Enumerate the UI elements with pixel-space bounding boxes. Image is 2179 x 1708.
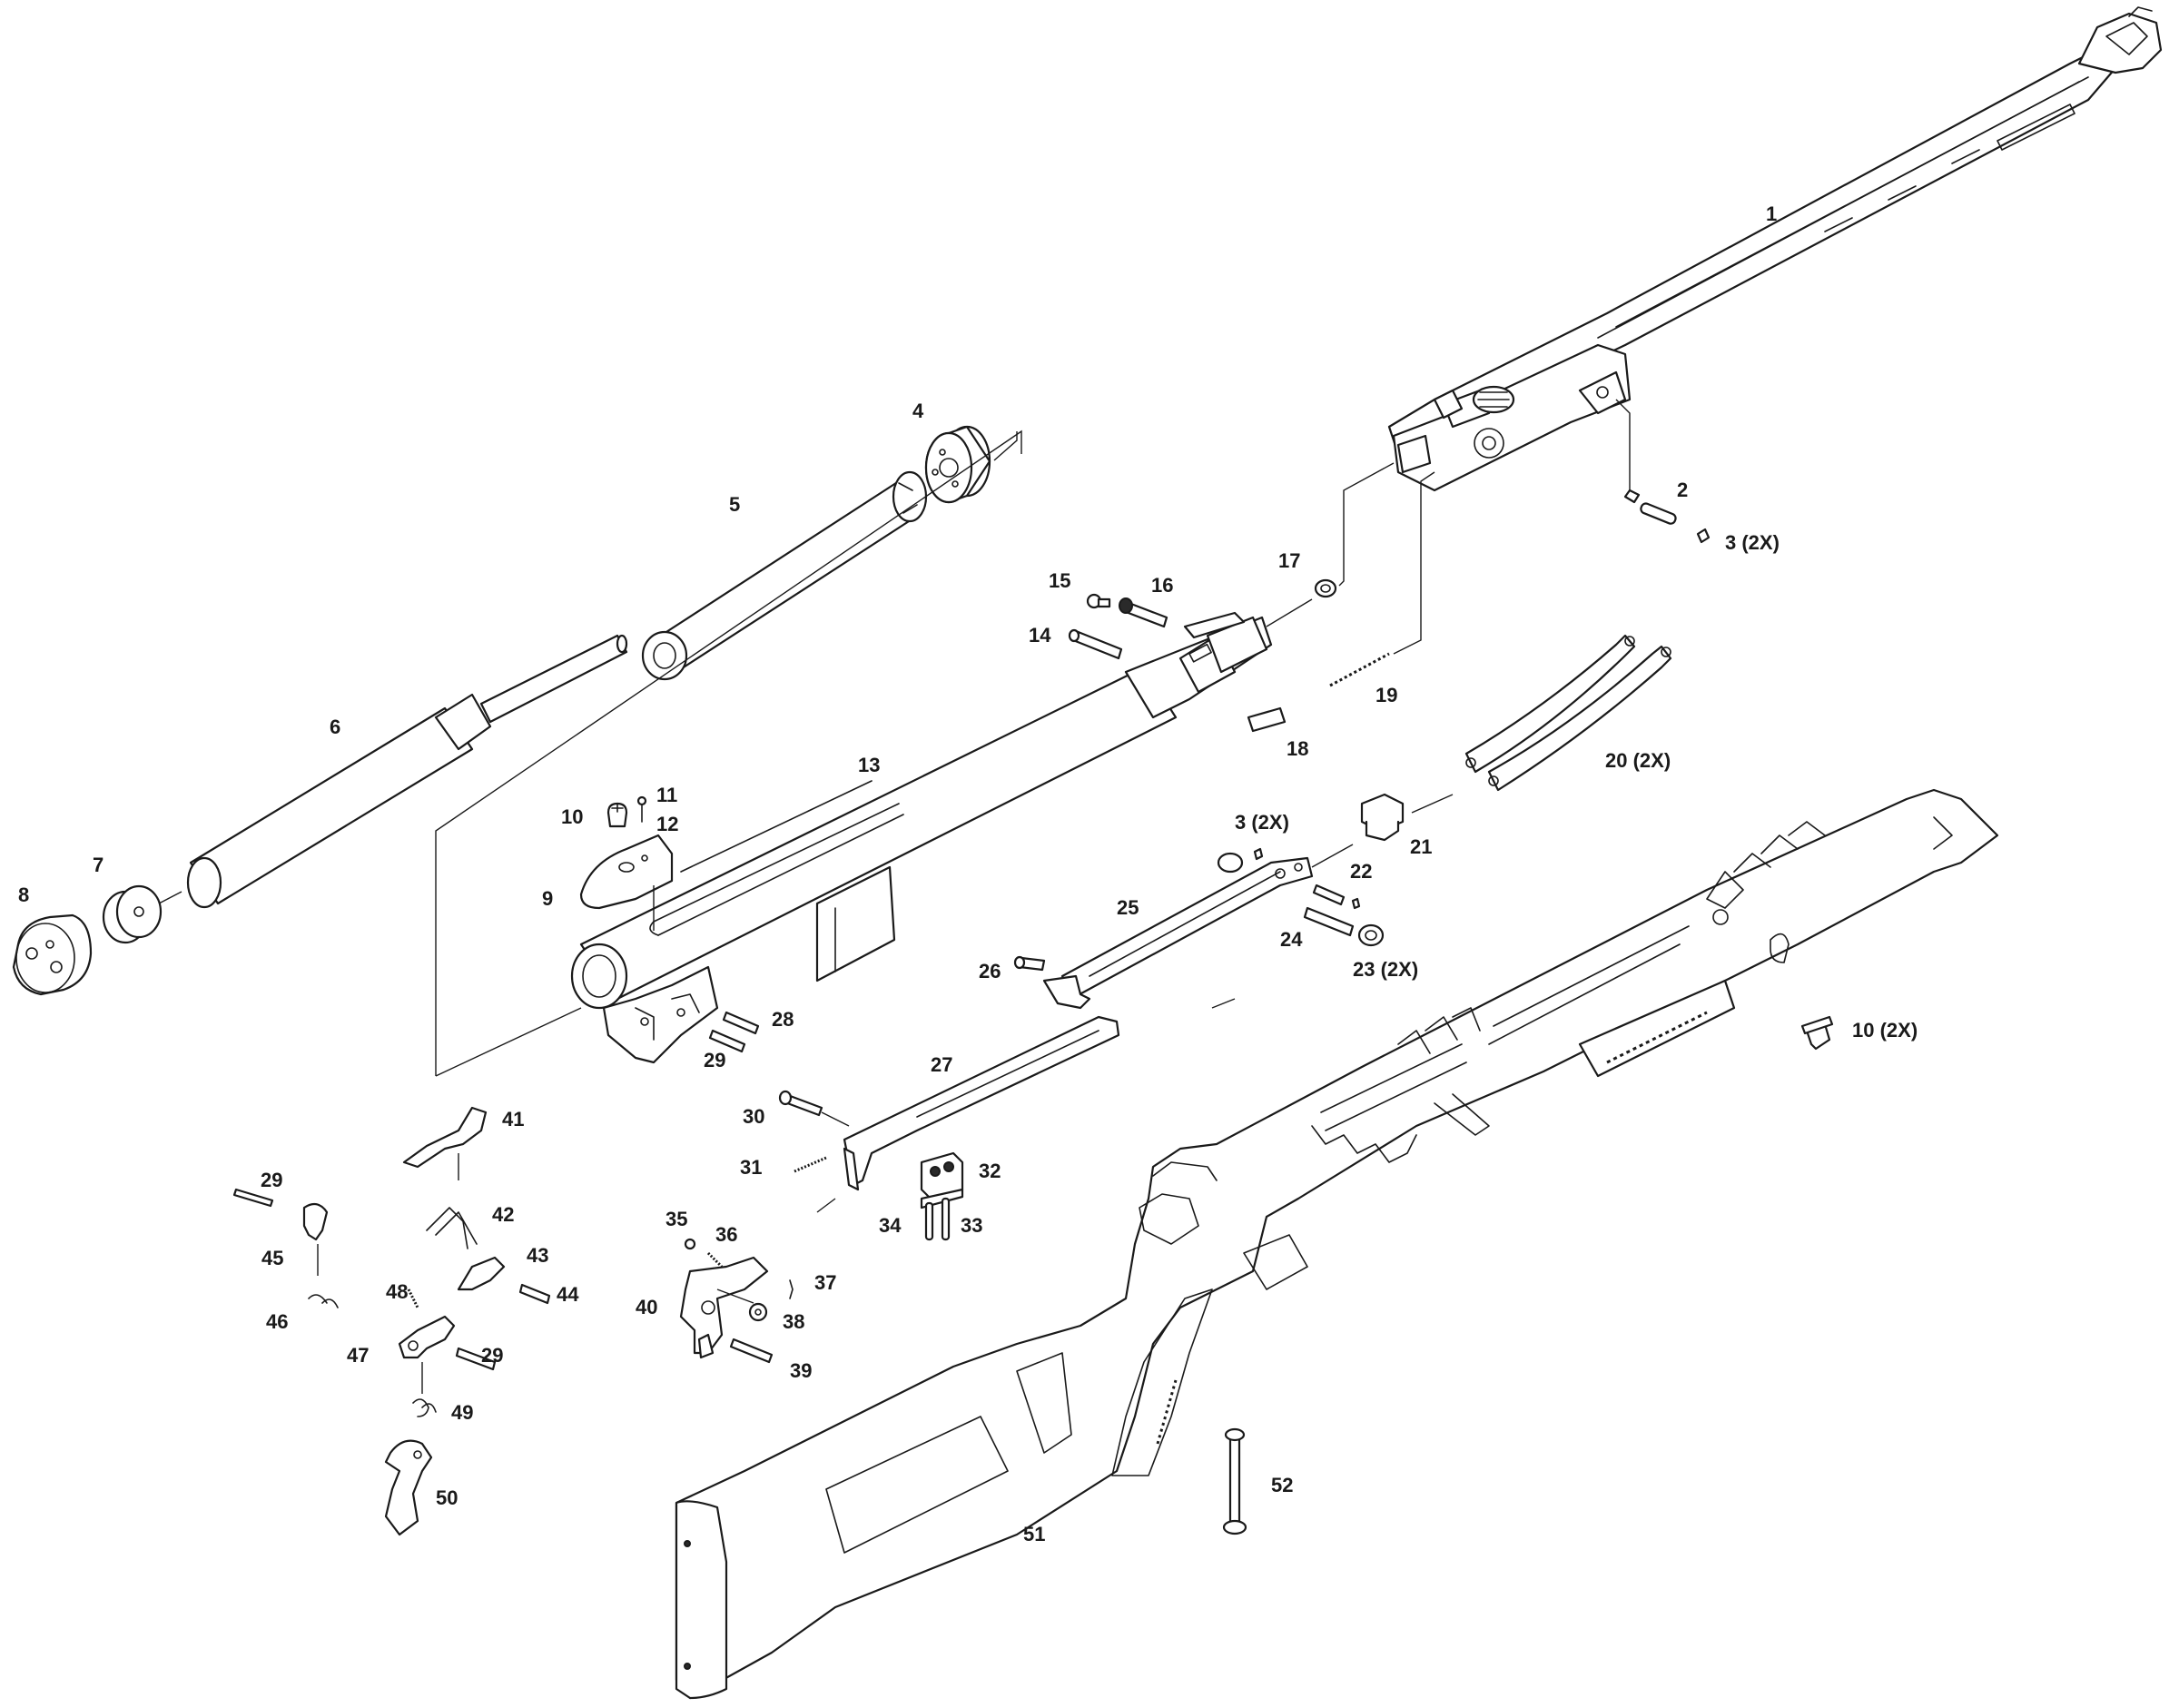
barrel-assembly	[1387, 6, 2163, 492]
callout-14: 14	[1029, 624, 1051, 647]
callout-23: 23 (2X)	[1353, 958, 1418, 981]
callout-8: 8	[18, 884, 29, 906]
callout-39: 39	[790, 1359, 812, 1382]
callout-15: 15	[1049, 569, 1070, 592]
callout-10b: 10 (2X)	[1852, 1019, 1918, 1042]
callout-3a: 3 (2X)	[1725, 531, 1780, 554]
callout-5: 5	[729, 493, 740, 516]
callout-41: 41	[502, 1108, 524, 1130]
callout-29b: 29	[261, 1169, 282, 1191]
callout-25: 25	[1117, 896, 1139, 919]
callout-38: 38	[783, 1310, 804, 1333]
callout-9: 9	[542, 887, 553, 910]
callout-49: 49	[451, 1401, 473, 1424]
callout-42: 42	[492, 1203, 514, 1226]
callout-48: 48	[386, 1280, 408, 1303]
callout-21: 21	[1410, 835, 1432, 858]
callout-24: 24	[1280, 928, 1303, 951]
callout-29a: 29	[704, 1049, 725, 1071]
callout-52: 52	[1271, 1474, 1293, 1496]
callout-labels: 1 2 3 (2X) 3 (2X) 4 5 6 7 8 9 10 10 (2X)…	[18, 202, 1918, 1545]
callout-3b: 3 (2X)	[1235, 811, 1289, 834]
callout-28: 28	[772, 1008, 794, 1031]
receiver-tube	[570, 611, 1273, 1064]
callout-47: 47	[347, 1344, 369, 1367]
callout-1: 1	[1766, 202, 1777, 225]
callout-26: 26	[979, 960, 1001, 982]
callout-17: 17	[1278, 549, 1300, 572]
callout-33: 33	[961, 1214, 982, 1237]
callout-37: 37	[814, 1271, 836, 1294]
callout-7: 7	[93, 854, 104, 876]
callout-34: 34	[879, 1214, 902, 1237]
pivot-pin-and-clips	[1615, 399, 1711, 544]
receiver-pins	[708, 1011, 760, 1053]
piston-rod	[186, 634, 628, 909]
callout-32: 32	[979, 1160, 1001, 1182]
callout-40: 40	[636, 1296, 657, 1318]
callout-4: 4	[912, 400, 924, 422]
callout-20: 20 (2X)	[1605, 749, 1671, 772]
stock-screws	[1222, 1015, 1834, 1535]
callout-36: 36	[715, 1223, 737, 1246]
callout-27: 27	[931, 1053, 952, 1076]
callout-50: 50	[436, 1486, 458, 1509]
callout-51: 51	[1023, 1523, 1045, 1545]
seal-and-cap	[12, 884, 182, 996]
linkage	[1013, 847, 1385, 1010]
callout-13: 13	[858, 754, 880, 776]
spring-19	[1329, 652, 1390, 687]
trigger-bar-27	[778, 1015, 1120, 1191]
block-32-pins	[920, 1151, 964, 1241]
cocking-arm-links	[1464, 634, 1672, 792]
callout-29c: 29	[481, 1344, 503, 1367]
callout-45: 45	[261, 1247, 283, 1269]
end-cap	[924, 425, 1018, 504]
callout-31: 31	[740, 1156, 762, 1179]
scope-mount	[579, 795, 674, 931]
cocking-parts	[1068, 462, 1435, 733]
callout-35: 35	[666, 1208, 687, 1230]
callout-10a: 10	[561, 805, 583, 828]
callout-19: 19	[1375, 684, 1397, 706]
callout-30: 30	[743, 1105, 764, 1128]
callout-44: 44	[557, 1283, 579, 1306]
callout-11: 11	[656, 784, 677, 806]
air-cylinder	[641, 470, 928, 681]
sear-assembly	[679, 1238, 794, 1364]
stop-block-21	[1311, 793, 1454, 868]
callout-22: 22	[1350, 860, 1372, 883]
stock	[675, 788, 1999, 1700]
callout-16: 16	[1151, 574, 1173, 597]
callout-6: 6	[330, 716, 340, 738]
assembly-leader-lines	[435, 429, 1236, 1213]
trigger-group	[232, 1106, 551, 1536]
callout-43: 43	[527, 1244, 548, 1267]
callout-18: 18	[1287, 737, 1308, 760]
callout-12: 12	[656, 813, 678, 835]
callout-2: 2	[1677, 479, 1688, 501]
callout-46: 46	[266, 1310, 288, 1333]
